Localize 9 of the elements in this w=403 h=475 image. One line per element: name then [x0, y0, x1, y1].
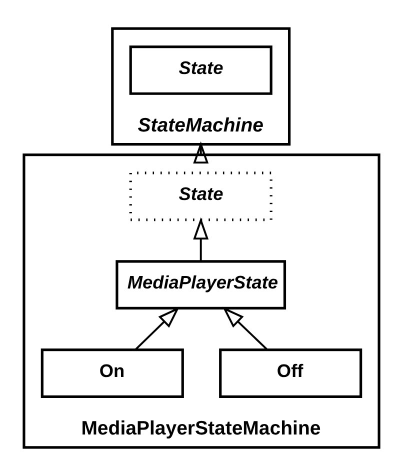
arrow [193, 216, 209, 260]
arrow [193, 140, 209, 164]
node-box: On [40, 348, 184, 398]
node-box: Off [219, 348, 362, 398]
node-box: State [129, 45, 272, 94]
node-box: State [129, 171, 272, 221]
node-box: MediaPlayerState [116, 260, 286, 310]
arrow [222, 306, 268, 350]
arrow [134, 306, 180, 350]
